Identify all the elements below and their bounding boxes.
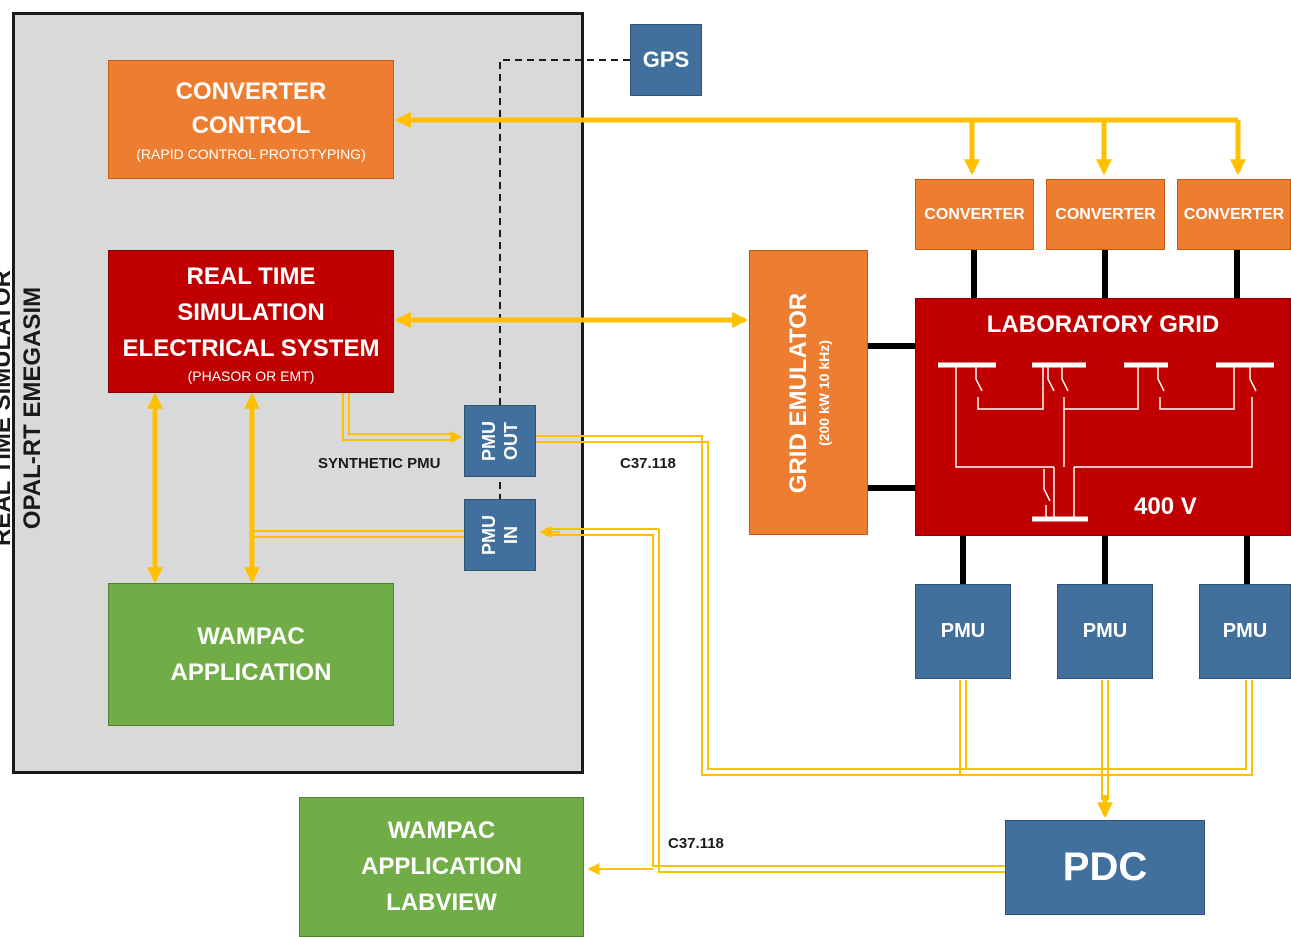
synthetic-pmu-label: SYNTHETIC PMU: [318, 455, 441, 472]
pmu-box-3: PMU: [1199, 584, 1291, 679]
converter-box-3: CONVERTER: [1177, 179, 1291, 250]
busbar-schematic: [938, 362, 1274, 522]
grid-emulator-box: GRID EMULATOR (200 kW 10 kHz): [749, 250, 868, 535]
power-lines: [868, 250, 1250, 584]
gps-box: GPS: [630, 24, 702, 96]
voltage-label: 400 V: [1134, 493, 1197, 520]
pmu-box-1: PMU: [915, 584, 1011, 679]
wampac-application-box: WAMPAC APPLICATION: [108, 583, 394, 726]
pmu-out-box: PMU OUT: [464, 405, 536, 477]
converter-box-1: CONVERTER: [915, 179, 1034, 250]
converter-control-bus: [394, 111, 1247, 176]
c37-118-pmu-out-path: [536, 435, 1253, 800]
wampac-labview-box: WAMPAC APPLICATION LABVIEW: [299, 797, 584, 937]
pmu-in-box: PMU IN: [464, 499, 536, 571]
c37-118-pdc-path: [545, 528, 1005, 873]
converter-control-box: CONVERTER CONTROL (RAPID CONTROL PROTOTY…: [108, 60, 394, 179]
laboratory-grid-box: LABORATORY GRID 400 V: [915, 298, 1291, 536]
gps-sync-line: [499, 59, 630, 500]
pmu-in-feed: [252, 530, 464, 538]
protocol-label-bottom: C37.118: [668, 835, 724, 852]
synthetic-pmu-link: [342, 392, 455, 441]
pmu-box-2: PMU: [1057, 584, 1153, 679]
protocol-label-top: C37.118: [620, 455, 676, 472]
rt-simulation-box: REAL TIME SIMULATION ELECTRICAL SYSTEM (…: [108, 250, 394, 393]
converter-box-2: CONVERTER: [1046, 179, 1165, 250]
pdc-box: PDC: [1005, 820, 1205, 915]
sim-wampac-links: [146, 392, 261, 584]
laboratory-grid-title: LABORATORY GRID: [986, 311, 1220, 338]
